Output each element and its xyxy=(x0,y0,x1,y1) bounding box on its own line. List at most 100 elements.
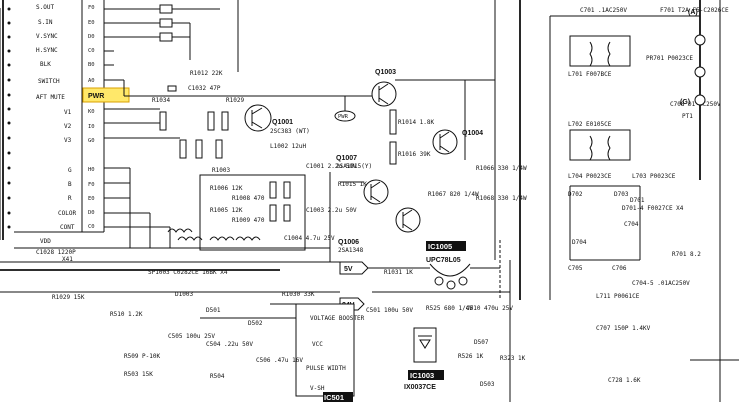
svg-text:R701 8.2: R701 8.2 xyxy=(672,251,701,258)
svg-text:R504: R504 xyxy=(210,373,225,380)
ic1005-block: 5V IC1005 UPC78L05 R1031 1K xyxy=(339,241,500,290)
svg-text:C707 150P 1.4KV: C707 150P 1.4KV xyxy=(596,325,651,332)
pwr-pin-label: PWR xyxy=(88,93,104,100)
svg-text:C0: C0 xyxy=(88,48,95,54)
top-small-parts xyxy=(128,0,239,72)
svg-text:R323 1K: R323 1K xyxy=(500,355,526,362)
svg-text:R1003: R1003 xyxy=(212,167,230,174)
svg-text:C501 100u 50V: C501 100u 50V xyxy=(366,307,413,314)
q1007-part: 2SA1015(Y) xyxy=(336,163,372,170)
q1003-ref: Q1003 xyxy=(375,69,396,76)
svg-text:D701-4 F0027CE X4: D701-4 F0027CE X4 xyxy=(622,205,684,212)
svg-text:C708 01 AC250V: C708 01 AC250V xyxy=(670,101,721,108)
svg-text:D702: D702 xyxy=(568,191,583,198)
q1003-q1004: Q1003 R1014 1.8K R1016 39K Q1004 PWR xyxy=(330,0,496,260)
svg-text:R1066 330 1/4W: R1066 330 1/4W xyxy=(476,165,527,172)
pin-name: BLK xyxy=(40,61,51,68)
svg-text:C1004 4.7u 25V: C1004 4.7u 25V xyxy=(284,235,335,242)
svg-text:R525 680 1/4W: R525 680 1/4W xyxy=(426,305,473,312)
connector-dots xyxy=(7,7,11,229)
svg-text:R1015 1K: R1015 1K xyxy=(338,181,367,188)
svg-text:L704 P0023CE: L704 P0023CE xyxy=(568,173,612,180)
svg-text:C0: C0 xyxy=(88,224,95,230)
svg-text:PULSE WIDTH: PULSE WIDTH xyxy=(306,365,346,372)
svg-text:C705: C705 xyxy=(568,265,583,272)
pin-names: S.OUT S.IN V.SYNC H.SYNC BLK SWITCH AFT … xyxy=(36,4,76,245)
svg-text:E0: E0 xyxy=(88,196,95,202)
q1004-ref: Q1004 xyxy=(462,130,483,137)
ic1003-part: IX0037CE xyxy=(404,384,436,391)
svg-text:PR701 P0023CE: PR701 P0023CE xyxy=(646,55,693,62)
svg-text:G0: G0 xyxy=(88,138,95,144)
svg-text:C706: C706 xyxy=(612,265,627,272)
connector-block: S.OUT S.IN V.SYNC H.SYNC BLK SWITCH AFT … xyxy=(0,0,170,245)
pin-name: B xyxy=(68,181,72,188)
svg-text:L703 P0023CE: L703 P0023CE xyxy=(632,173,676,180)
svg-text:F0: F0 xyxy=(88,5,95,11)
svg-text:D0: D0 xyxy=(88,34,95,40)
svg-text:R1006 12K: R1006 12K xyxy=(210,185,243,192)
svg-text:D1003: D1003 xyxy=(175,291,193,298)
q1001-cluster: R1012 22K C1032 47P R1034 R1029 Q1001 2S… xyxy=(123,70,330,159)
svg-text:PT1: PT1 xyxy=(682,113,693,120)
pwr-highlight: PWR xyxy=(82,87,130,103)
q1007-ref: Q1007 xyxy=(336,155,357,162)
q1006-part: 2SA1348 xyxy=(338,247,364,254)
svg-text:R1030 33K: R1030 33K xyxy=(282,291,315,298)
ic1005-part: UPC78L05 xyxy=(426,257,461,264)
svg-text:R510 1.2K: R510 1.2K xyxy=(110,311,143,318)
svg-text:C704: C704 xyxy=(624,221,639,228)
pin-name: V3 xyxy=(64,137,72,144)
pin-name: S.OUT xyxy=(36,4,54,11)
svg-text:R1031 1K: R1031 1K xyxy=(384,269,413,276)
svg-text:R1016 39K: R1016 39K xyxy=(398,151,431,158)
svg-text:R1029: R1029 xyxy=(226,97,244,104)
svg-text:R1029 15K: R1029 15K xyxy=(52,294,85,301)
svg-text:C701 .1AC250V: C701 .1AC250V xyxy=(580,7,627,14)
svg-text:R1067 820 1/4W: R1067 820 1/4W xyxy=(428,191,479,198)
svg-text:L711 P0061CE: L711 P0061CE xyxy=(596,293,640,300)
pin-letters: F0 E0 D0 C0 B0 A0 K0 I0 G0 H0 F0 E0 D0 C… xyxy=(88,5,95,230)
pin-name: V.SYNC xyxy=(36,33,58,40)
svg-text:C1032 47P: C1032 47P xyxy=(188,85,221,92)
pin-name: S.IN xyxy=(38,19,53,26)
svg-text:C505 100u 25V: C505 100u 25V xyxy=(168,333,215,340)
svg-text:D704: D704 xyxy=(572,239,587,246)
svg-text:X41: X41 xyxy=(62,256,73,263)
svg-text:D703: D703 xyxy=(614,191,629,198)
pin-name: V2 xyxy=(64,123,72,130)
svg-text:SP1003 C0282CE 16BK X4: SP1003 C0282CE 16BK X4 xyxy=(148,269,228,276)
q1006-ref: Q1006 xyxy=(338,239,359,246)
svg-text:L702 E0105CE: L702 E0105CE xyxy=(568,121,612,128)
svg-text:C504 .22u 50V: C504 .22u 50V xyxy=(206,341,253,348)
pin-name: H.SYNC xyxy=(36,47,58,54)
q1001-part: 2SC383 (WT) xyxy=(270,128,310,135)
svg-text:F701 T2A F5-C2026CE: F701 T2A F5-C2026CE xyxy=(660,7,729,14)
pin-name: G xyxy=(68,167,72,174)
svg-text:VOLTAGE BOOSTER: VOLTAGE BOOSTER xyxy=(310,315,365,322)
svg-text:D501: D501 xyxy=(206,307,221,314)
svg-text:R1009 470: R1009 470 xyxy=(232,217,265,224)
ac-label: (A) xyxy=(688,9,698,16)
svg-text:R1068 330 1/4W: R1068 330 1/4W xyxy=(476,195,527,202)
svg-text:H0: H0 xyxy=(88,167,95,173)
svg-text:D503: D503 xyxy=(480,381,495,388)
svg-text:K0: K0 xyxy=(88,109,95,115)
svg-text:C1003 2.2u 50V: C1003 2.2u 50V xyxy=(306,207,357,214)
ic1003-block: IC1003 IX0037CE R525 680 1/4W C510 470u … xyxy=(366,260,526,402)
five-v-tag: 5V xyxy=(344,266,353,273)
mid-rgb-block: R1003 R1006 12K R1008 470 R1005 12K R100… xyxy=(14,163,357,251)
svg-text:R509 P-10K: R509 P-10K xyxy=(124,353,161,360)
svg-text:C1028 1220P: C1028 1220P xyxy=(36,249,76,256)
svg-text:A0: A0 xyxy=(88,78,95,84)
ic501-block: VOLTAGE BOOSTER VCC PULSE WIDTH V-SH IC5… xyxy=(110,303,365,402)
pwr-tag: PWR xyxy=(338,114,349,120)
svg-text:R526 1K: R526 1K xyxy=(458,353,484,360)
svg-text:F0: F0 xyxy=(88,182,95,188)
svg-text:D502: D502 xyxy=(248,320,263,327)
svg-text:D701: D701 xyxy=(630,197,645,204)
svg-text:C728 1.6K: C728 1.6K xyxy=(608,377,641,384)
g-label: (G) xyxy=(680,99,690,106)
svg-text:B0: B0 xyxy=(88,62,95,68)
